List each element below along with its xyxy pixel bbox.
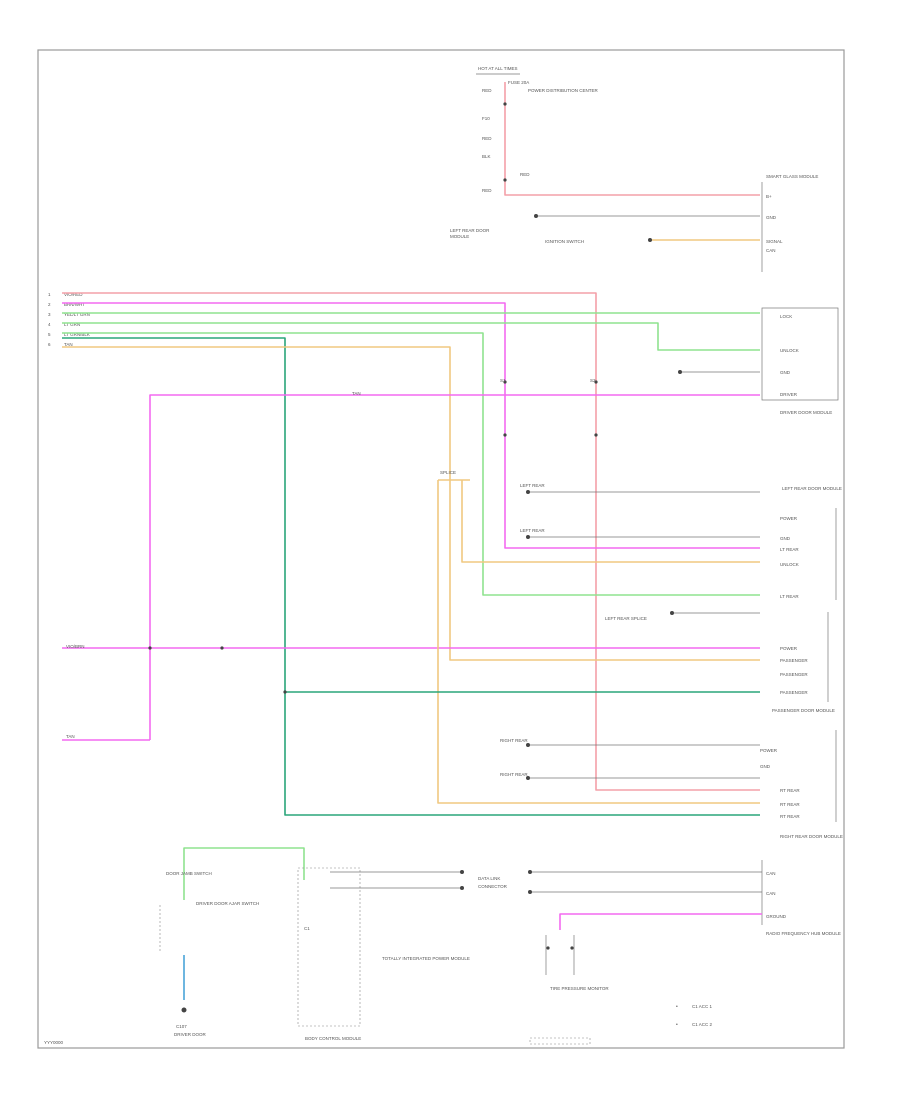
svg-text:TAN: TAN	[66, 734, 75, 739]
svg-text:LEFT REAR: LEFT REAR	[520, 483, 545, 488]
left-rear-pin-3: UNLOCK	[780, 562, 799, 567]
left-rear-pin-1: GND	[780, 536, 791, 541]
passenger-pin-1: PASSENGER	[780, 658, 808, 663]
smart-module-name: SMART GLASS MODULE	[766, 174, 818, 179]
top-label-3: BLK	[482, 154, 491, 159]
left-signal-3: 4	[48, 322, 51, 327]
legend-symbol-0: •	[676, 1004, 678, 1010]
svg-text:SPLICE: SPLICE	[440, 470, 456, 475]
top-label-5: RED	[482, 188, 492, 193]
left-signal-0: 1	[48, 292, 51, 297]
driver-pin-2: GND	[780, 370, 791, 375]
driver-door-module: DRIVER DOOR MODULE LOCK UNLOCK GND DRIVE…	[761, 307, 839, 415]
passenger-module-name: PASSENGER DOOR MODULE	[772, 708, 835, 713]
rf-hub-name: RADIO FREQUENCY HUB MODULE	[766, 931, 841, 936]
bus-wires: SPLICE S1 S2 TAN LEFT REAR LEFT REAR RIG…	[62, 292, 760, 816]
driver-pin-0: LOCK	[780, 314, 792, 319]
passenger-pin-0: POWER	[780, 646, 798, 651]
legend-text-1: C1 ACC 2	[692, 1022, 713, 1027]
svg-text:S2: S2	[590, 378, 596, 383]
door-ajar-note: DRIVER DOOR AJAR SWITCH	[196, 901, 259, 906]
rf-hub-module-block: RADIO FREQUENCY HUB MODULE CAN CAN GROUN…	[529, 860, 841, 1045]
left-signal-2: 3	[48, 312, 51, 317]
right-rear-pin-3: RT REAR	[780, 802, 800, 807]
svg-text:RIGHT REAR: RIGHT REAR	[500, 738, 528, 743]
right-rear-module-name: RIGHT REAR DOOR MODULE	[780, 834, 843, 839]
fuse-label: FUSE 20A	[508, 80, 529, 85]
footer-code: YYY0000	[44, 1040, 64, 1045]
rf-hub-pin-1: CAN	[766, 891, 776, 896]
left-wire-label-1: BRN/WHT	[64, 302, 85, 307]
driver-pin-1: UNLOCK	[780, 348, 799, 353]
legend-text-0: C1 ACC 1	[692, 1004, 713, 1009]
svg-text:LEFT REAR: LEFT REAR	[520, 528, 545, 533]
left-wire-label-3: LT GRN	[64, 322, 80, 327]
passenger-door-module: PASSENGER DOOR MODULE POWER PASSENGER PA…	[772, 612, 835, 713]
smart-pin-2: SIGNAL	[766, 239, 783, 244]
right-rear-pin-4: RT REAR	[780, 814, 800, 819]
passenger-pin-3: PASSENGER	[780, 690, 808, 695]
smart-pin-1: GND	[766, 215, 777, 220]
tire-pressure-note: TIRE PRESSURE MONITOR	[550, 986, 609, 991]
left-signal-labels: 1 2 3 4 5 6 VIO/RED BRN/WHT YEL/LT GRN L…	[48, 292, 90, 347]
smart-pin-0: B+	[766, 194, 772, 199]
top-label-4: RED	[520, 172, 530, 177]
right-rear-pin-1: GND	[760, 764, 771, 769]
passenger-pin-2: PASSENGER	[780, 672, 808, 677]
bcm-label: BODY CONTROL MODULE	[305, 1036, 361, 1041]
legend-symbol-1: •	[676, 1022, 678, 1028]
svg-text:LEFT REAR DOOR: LEFT REAR DOOR	[450, 228, 490, 233]
left-wire-label-0: VIO/RED	[64, 292, 83, 297]
tipm-note: TOTALLY INTEGRATED POWER MODULE	[382, 956, 470, 961]
left-signal-1: 2	[48, 302, 51, 307]
door-jamb-connector: C107	[176, 1024, 187, 1029]
left-rear-pin-2: LT REAR	[780, 547, 799, 552]
smart-pin-3: CAN	[766, 248, 776, 253]
right-rear-door-module: RIGHT REAR DOOR MODULE POWER GND RT REAR…	[760, 730, 843, 839]
svg-text:VIO/BRN: VIO/BRN	[66, 644, 85, 649]
driver-pin-3: DRIVER	[780, 392, 798, 397]
power-distribution-note: POWER DISTRIBUTION CENTER	[528, 88, 599, 93]
legend: • C1 ACC 1 • C1 ACC 2	[676, 1004, 713, 1028]
left-rear-module-name: LEFT REAR DOOR MODULE	[782, 486, 842, 491]
rf-hub-pin-2: GROUND	[766, 914, 787, 919]
smart-glass-module: SMART GLASS MODULE B+ GND SIGNAL CAN	[761, 174, 818, 272]
driver-module-name: DRIVER DOOR MODULE	[780, 410, 832, 415]
svg-text:MODULE: MODULE	[450, 234, 469, 239]
body-control-module-block: BODY CONTROL MODULE TOTALLY INTEGRATED P…	[297, 867, 762, 1041]
top-label-0: RED	[482, 88, 492, 93]
top-label-2: RED	[482, 136, 492, 141]
left-wire-label-4: LT GRN/BLK	[64, 332, 90, 337]
left-wire-label-2: YEL/LT GRN	[64, 312, 90, 317]
left-wire-label-5: TAN	[64, 342, 73, 347]
top-label-1: F10	[482, 116, 490, 121]
right-rear-pin-0: POWER	[760, 748, 778, 753]
bcm-connector-label: C1	[304, 926, 310, 931]
rf-hub-pin-0: CAN	[766, 871, 776, 876]
left-signal-4: 5	[48, 332, 51, 337]
top-power-block: HOT AT ALL TIMES FUSE 20A POWER DISTRIBU…	[450, 66, 760, 244]
svg-text:LEFT REAR SPLICE: LEFT REAR SPLICE	[605, 616, 647, 621]
svg-text:TAN: TAN	[352, 391, 361, 396]
left-signal-5: 6	[48, 342, 51, 347]
door-jamb-switch-label: DOOR JAMB SWITCH	[166, 871, 212, 876]
diagram-frame	[37, 49, 845, 1049]
door-jamb-switch-block: DOOR JAMB SWITCH DRIVER DOOR AJAR SWITCH…	[159, 847, 305, 1037]
hot-at-all-times-label: HOT AT ALL TIMES	[478, 66, 518, 71]
svg-text:DATA LINK: DATA LINK	[478, 876, 500, 881]
left-rear-pin-0: POWER	[780, 516, 798, 521]
svg-text:S1: S1	[500, 378, 506, 383]
svg-text:IGNITION SWITCH: IGNITION SWITCH	[545, 239, 584, 244]
left-rear-pin-4: LT REAR	[780, 594, 799, 599]
svg-text:RIGHT REAR: RIGHT REAR	[500, 772, 528, 777]
right-rear-pin-2: RT REAR	[780, 788, 800, 793]
svg-text:CONNECTOR: CONNECTOR	[478, 884, 508, 889]
svg-text:DRIVER DOOR: DRIVER DOOR	[174, 1032, 207, 1037]
left-rear-door-module: LEFT REAR DOOR MODULE POWER GND LT REAR …	[780, 486, 842, 600]
